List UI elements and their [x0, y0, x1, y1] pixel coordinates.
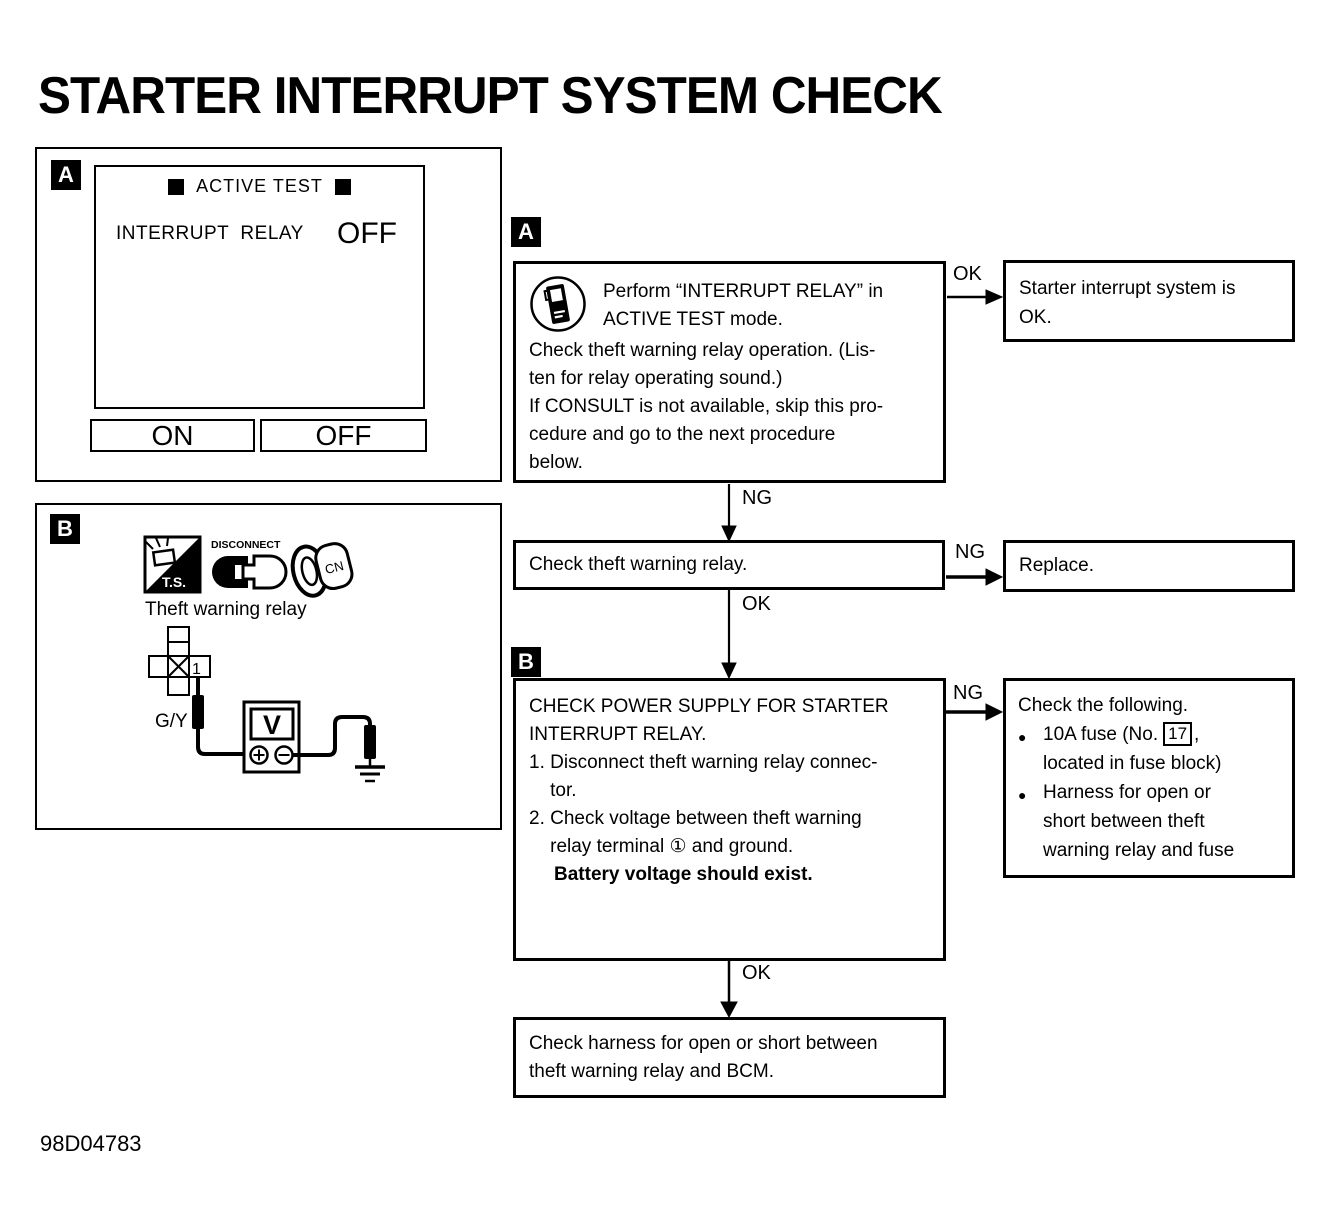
terminal-number: 1	[192, 661, 201, 678]
arrow-icon	[947, 289, 1004, 305]
test-lead-wire	[196, 677, 250, 756]
arrow-icon	[721, 590, 737, 680]
fuse-text-pre: 10A fuse (No.	[1043, 724, 1159, 745]
arrow-icon	[946, 703, 1004, 721]
flow-step-b-label: B	[511, 647, 541, 677]
probe-grip	[364, 725, 376, 759]
disconnect-icon: DISCONNECT	[211, 539, 288, 590]
figure-id: 98D04783	[40, 1131, 142, 1156]
harness-bullet-item: ● Harness for open or short between thef…	[1018, 778, 1280, 865]
final-check-box: Check harness for open or short between …	[513, 1017, 946, 1098]
check-following-intro: Check the following.	[1018, 695, 1189, 716]
bullet-icon: ●	[1018, 787, 1027, 803]
check-relay-box: Check theft warning relay.	[513, 540, 945, 590]
param-row: INTERRUPT RELAY OFF	[96, 217, 423, 251]
param-value: OFF	[337, 217, 397, 250]
consult-device-icon	[530, 276, 586, 332]
flow-step-a-box: Perform “INTERRUPT RELAY” in ACTIVE TEST…	[513, 261, 946, 483]
ng-branch-label: NG	[955, 541, 985, 563]
cn-label: CN	[323, 558, 345, 577]
ok-branch-label: OK	[953, 263, 982, 285]
off-button: OFF	[260, 419, 427, 452]
fuse-number-box: 17	[1163, 722, 1193, 746]
figure-label-a: A	[51, 160, 81, 190]
consult-screen-figure: A ACTIVE TEST INTERRUPT RELAY OFF ON OFF	[35, 147, 502, 482]
probe-grip	[192, 695, 204, 729]
check-following-box: Check the following. ● 10A fuse (No.17, …	[1003, 678, 1295, 878]
figure-label-b: B	[50, 514, 80, 544]
ok-branch-label: OK	[742, 962, 771, 984]
black-square-icon	[168, 178, 185, 195]
wire-color-label: G/Y	[155, 711, 188, 732]
arrow-icon	[946, 568, 1004, 586]
ground-lead-wire	[292, 715, 372, 757]
harness-bullet-text: Harness for open or short between theft …	[1043, 782, 1235, 861]
replace-box: Replace.	[1003, 540, 1295, 592]
fuse-bullet-item: ● 10A fuse (No.17, located in fuse block…	[1018, 720, 1280, 778]
arrow-icon	[720, 961, 738, 1019]
ng-branch-label: NG	[742, 487, 772, 509]
bullet-icon: ●	[1018, 729, 1027, 745]
flow-step-a-body: Check theft warning relay operation. (Li…	[529, 340, 884, 473]
flow-step-b-heading: CHECK POWER SUPPLY FOR STARTER INTERRUPT…	[529, 696, 889, 745]
ground-icon	[355, 759, 385, 783]
ng-branch-label: NG	[953, 682, 983, 704]
flow-step-a-consult-text: Perform “INTERRUPT RELAY” in ACTIVE TEST…	[603, 281, 884, 330]
fuse-bullet-text: 10A fuse (No.17, located in fuse block)	[1043, 720, 1280, 778]
screen-title: ACTIVE TEST	[196, 176, 323, 196]
disconnect-label: DISCONNECT	[211, 539, 281, 551]
theft-warning-relay-diagram: T.S. DISCONNECT CN Theft warning relay	[143, 535, 385, 783]
ts-tool-icon: T.S.	[143, 535, 202, 594]
flow-step-b-emphasis: Battery voltage should exist.	[554, 864, 813, 885]
system-ok-box: Starter interrupt system is OK.	[1003, 260, 1295, 342]
consult-instruction-row: Perform “INTERRUPT RELAY” in ACTIVE TEST…	[529, 275, 930, 334]
voltage-test-figure: B T.S. DISCONNECT CN	[35, 503, 502, 830]
replace-text: Replace.	[1019, 555, 1094, 576]
component-label: Theft warning relay	[145, 599, 307, 620]
black-square-icon	[334, 178, 351, 195]
screen-title-row: ACTIVE TEST	[96, 176, 423, 197]
flow-step-b-box: CHECK POWER SUPPLY FOR STARTER INTERRUPT…	[513, 678, 946, 961]
param-label: INTERRUPT RELAY	[116, 223, 304, 244]
relay-connector-symbol	[148, 626, 211, 696]
fuse-text-line2: located in fuse block)	[1043, 753, 1222, 774]
cn-connector-icon: CN	[290, 542, 354, 598]
flow-step-a-label: A	[511, 217, 541, 247]
flow-step-b-item2: 2. Check voltage between theft warning r…	[529, 808, 862, 857]
on-button: ON	[90, 419, 255, 452]
voltmeter-icon: V	[242, 700, 301, 774]
meter-letter: V	[263, 710, 281, 740]
arrow-icon	[721, 484, 737, 543]
fuse-text-tail: ,	[1194, 724, 1200, 745]
check-relay-text: Check theft warning relay.	[529, 554, 748, 575]
flow-step-b-item1: 1. Disconnect theft warning relay connec…	[529, 752, 878, 801]
ts-label: T.S.	[162, 574, 186, 590]
page-title: STARTER INTERRUPT SYSTEM CHECK	[38, 67, 943, 125]
consult-screen: ACTIVE TEST INTERRUPT RELAY OFF	[94, 165, 425, 409]
ok-branch-label: OK	[742, 593, 771, 615]
